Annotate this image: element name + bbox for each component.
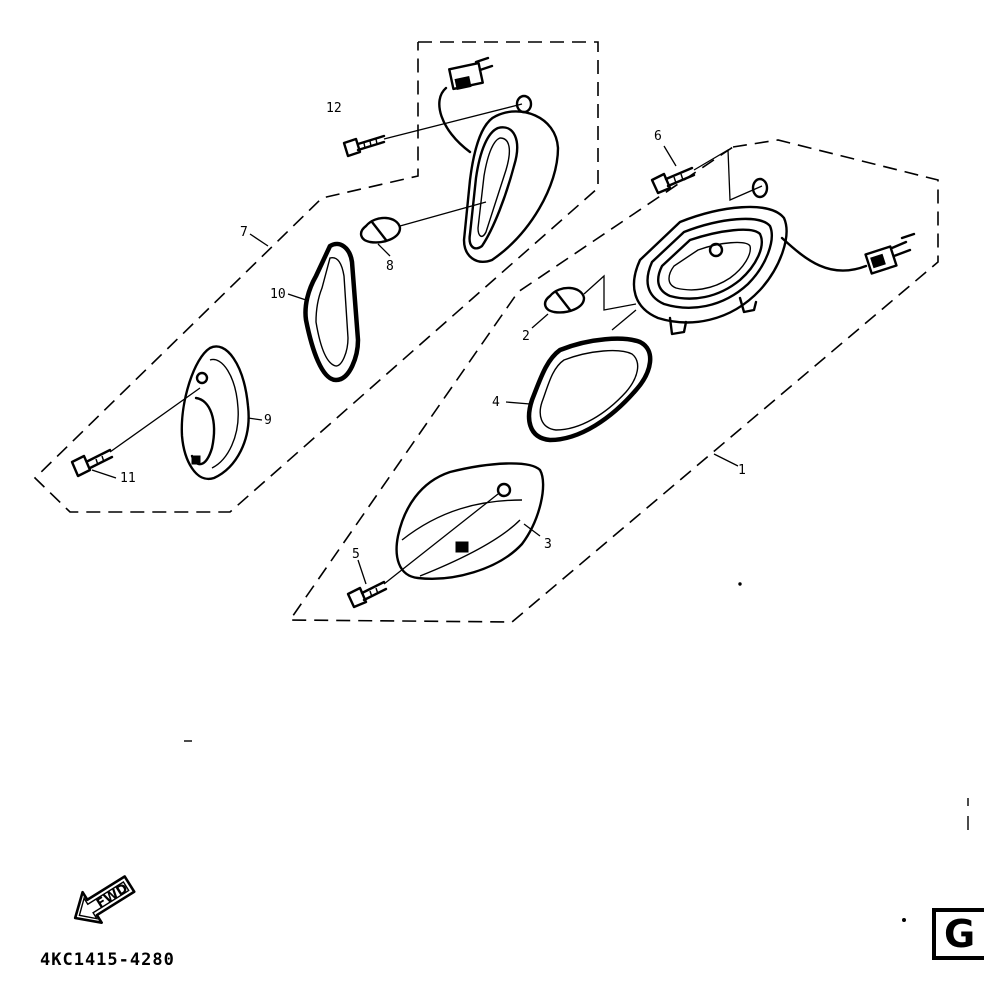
leader-1	[713, 453, 739, 467]
callout-6: 6	[654, 129, 662, 144]
callout-1: 1	[738, 463, 746, 478]
part-6-screw	[650, 145, 763, 201]
callout-2: 2	[522, 329, 530, 344]
callout-4: 4	[492, 395, 500, 410]
part-1-lamp-housing	[632, 177, 916, 336]
callout-9: 9	[264, 413, 272, 428]
scan-speck	[738, 582, 742, 586]
scan-speck	[902, 918, 906, 922]
assembly-1-boundary	[288, 139, 939, 623]
callout-5: 5	[352, 547, 360, 562]
fwd-arrow-icon: FWD	[73, 875, 136, 924]
callout-7: 7	[240, 225, 248, 240]
diagram-part-code: 4KC1415-4280	[40, 950, 175, 970]
part-11-screw	[70, 387, 201, 479]
part-7-lamp-housing	[438, 56, 560, 263]
part-3-lens	[395, 462, 545, 580]
part-5-screw	[346, 493, 499, 609]
callout-12: 12	[326, 101, 342, 116]
part-2-bulb	[531, 274, 637, 329]
part-10-gasket	[287, 241, 361, 383]
fwd-arrow-label: FWD	[94, 881, 131, 912]
part-9-lens	[180, 345, 263, 481]
callout-10: 10	[270, 287, 286, 302]
leader-7	[249, 233, 269, 247]
part-8-bulb	[359, 201, 487, 257]
assembly-7-boundary	[33, 41, 599, 513]
callout-11: 11	[120, 471, 136, 486]
section-letter-badge: G	[932, 908, 984, 960]
callout-8: 8	[386, 259, 394, 274]
part-12-screw	[342, 103, 523, 158]
part-4-gasket	[505, 309, 653, 443]
callout-3: 3	[544, 537, 552, 552]
